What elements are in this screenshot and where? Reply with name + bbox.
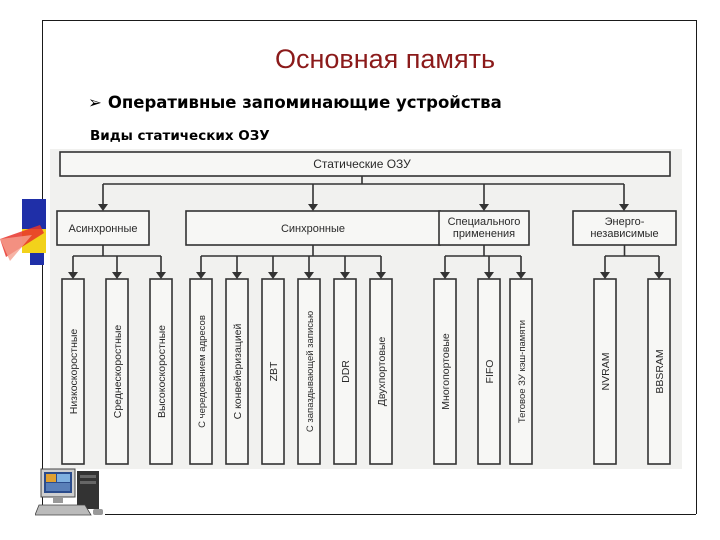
slide-frame-left: [42, 20, 43, 514]
child-label-2-1: FIFO: [484, 360, 496, 384]
child-box-1-0: [189, 278, 213, 465]
child-label-1-3: С запаздывающей записью: [305, 311, 316, 432]
group-box-0: [56, 210, 150, 246]
child-arrow-1-4-head: [340, 272, 350, 279]
child-label-2-2: Теговое ЗУ кэш-памяти: [517, 320, 528, 423]
bullet-text: Оперативные запоминающие устройства: [107, 93, 502, 112]
root-label: Статические ОЗУ: [313, 157, 411, 171]
child-arrow-0-2-head: [156, 272, 166, 279]
child-label-3-0: NVRAM: [600, 353, 612, 391]
arrow-right-bullet-icon: ➢: [88, 93, 102, 112]
child-label-1-0: С чередованием адресов: [197, 315, 208, 428]
group-arrow-2-head: [479, 204, 489, 211]
group-label-3-1: независимые: [590, 228, 658, 240]
child-arrow-3-0-head: [600, 272, 610, 279]
child-arrow-1-3-head: [304, 272, 314, 279]
child-label-1-2: ZBT: [268, 361, 280, 381]
child-box-1-5: [369, 278, 393, 465]
child-arrow-2-1-head: [484, 272, 494, 279]
child-arrow-0-0-head: [68, 272, 78, 279]
child-label-1-1: С конвейеризацией: [232, 323, 244, 419]
child-arrow-1-2-head: [268, 272, 278, 279]
group-arrow-0-head: [98, 204, 108, 211]
child-box-0-0: [61, 278, 85, 465]
group-label-3-0: Энерго-: [605, 216, 645, 228]
group-label-1: Синхронные: [281, 223, 345, 235]
child-arrow-1-0-head: [196, 272, 206, 279]
child-label-3-1: BBSRAM: [654, 349, 666, 393]
child-label-0-2: Высокоскоростные: [156, 325, 168, 418]
group-box-3: [572, 210, 677, 246]
child-label-0-0: Низкоскоростные: [68, 329, 80, 415]
slide-frame-top: [42, 20, 696, 21]
child-label-1-5: Двухпортовые: [376, 337, 388, 407]
child-box-1-4: [333, 278, 357, 465]
bullet-line: ➢ Оперативные запоминающие устройства: [88, 93, 502, 112]
child-box-0-1: [105, 278, 129, 465]
child-box-0-2: [149, 278, 173, 465]
child-box-1-2: [261, 278, 285, 465]
child-box-2-0: [433, 278, 457, 465]
child-box-3-1: [647, 278, 671, 465]
group-arrow-1-head: [308, 204, 318, 211]
diagram-canvas: Статические ОЗУ АсинхронныеНизкоскоростны…: [56, 151, 677, 465]
child-box-2-2: [509, 278, 533, 465]
child-label-2-0: Многопортовые: [440, 333, 452, 410]
group-box-2: [438, 210, 530, 246]
group-arrow-3-head: [619, 204, 629, 211]
child-arrow-1-1-head: [232, 272, 242, 279]
child-arrow-2-2-head: [516, 272, 526, 279]
subtitle: Виды статических ОЗУ: [90, 128, 270, 144]
decorative-squares: [0, 199, 46, 265]
child-arrow-3-1-head: [654, 272, 664, 279]
child-label-0-1: Среднескоростные: [112, 325, 124, 419]
child-box-1-3: [297, 278, 321, 465]
group-label-2-1: применения: [453, 228, 515, 240]
child-box-2-1: [477, 278, 501, 465]
child-arrow-0-1-head: [112, 272, 122, 279]
child-arrow-1-5-head: [376, 272, 386, 279]
slide-frame-bottom: [105, 514, 696, 515]
group-label-0: Асинхронные: [69, 223, 138, 235]
root-box: [59, 151, 671, 177]
child-box-1-1: [225, 278, 249, 465]
slide-title: Основная память: [274, 44, 496, 74]
computer-icon: [35, 468, 103, 516]
child-label-1-4: DDR: [340, 360, 352, 383]
child-arrow-2-0-head: [440, 272, 450, 279]
child-box-3-0: [593, 278, 617, 465]
group-label-2-0: Специального: [448, 216, 521, 228]
slide-frame-right: [696, 20, 697, 514]
